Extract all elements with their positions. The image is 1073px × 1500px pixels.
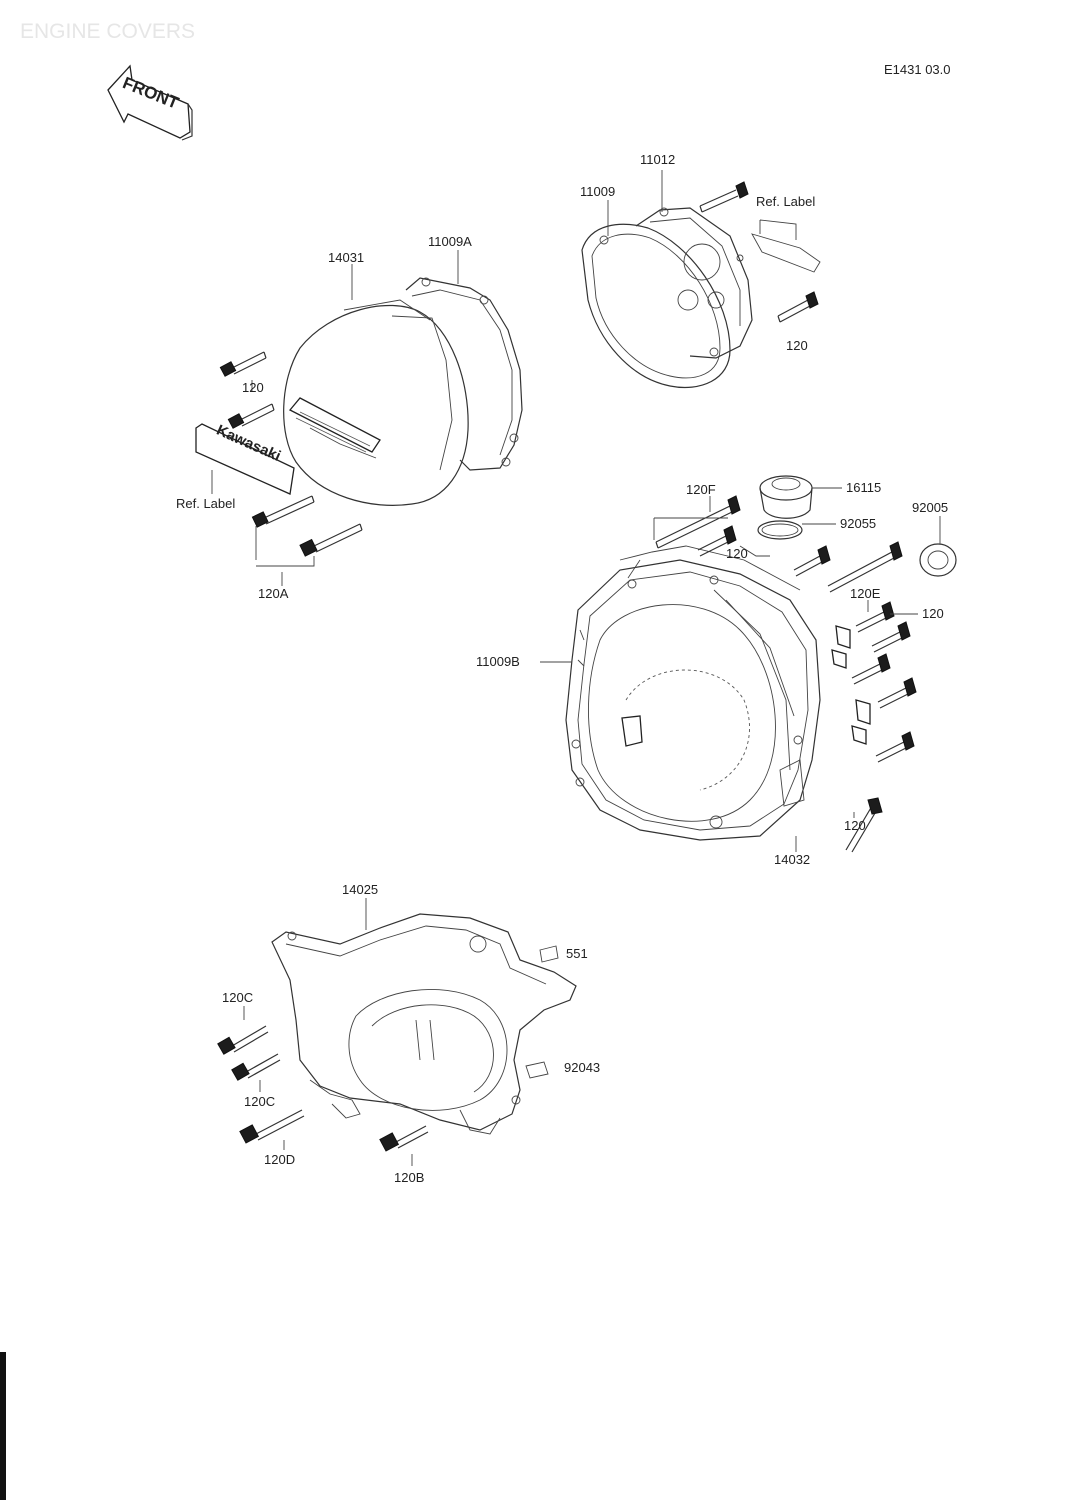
clip-551 xyxy=(539,945,559,963)
bolt-120C-top xyxy=(217,1025,269,1055)
bolt-120-right-b xyxy=(871,621,911,653)
label-120F: 120F xyxy=(686,482,716,497)
label-120C-mid: 120C xyxy=(244,1094,275,1109)
label-11009: 11009 xyxy=(580,184,615,199)
label-120-right: 120 xyxy=(922,606,944,621)
bolt-120-mid xyxy=(697,525,737,557)
plug-92005 xyxy=(919,543,957,577)
bolt-120-right-d xyxy=(877,677,917,709)
label-14025: 14025 xyxy=(342,882,378,897)
bolt-120C-mid xyxy=(231,1053,281,1081)
oil-filler-cap-16115 xyxy=(759,475,813,519)
kawasaki-badge: Kawasaki xyxy=(195,422,295,495)
label-120-mid: 120 xyxy=(726,546,748,561)
front-arrow-icon: FRONT xyxy=(107,64,193,141)
o-ring-92055 xyxy=(757,520,803,540)
label-11012: 11012 xyxy=(640,152,675,167)
bolt-120-right-c xyxy=(851,653,891,685)
grommet-92043 xyxy=(525,1061,549,1079)
label-11009A: 11009A xyxy=(428,234,472,249)
clamp-bracket-b xyxy=(851,699,871,745)
sprocket-cover-14025 xyxy=(271,913,577,1135)
label-14032: 14032 xyxy=(774,852,810,867)
label-120D: 120D xyxy=(264,1152,295,1167)
generator-cover-14031 xyxy=(283,277,523,506)
label-120B: 120B xyxy=(394,1170,424,1185)
bolt-120-right-e xyxy=(875,731,915,763)
scan-edge-mark xyxy=(0,1352,6,1500)
label-551: 551 xyxy=(566,946,588,961)
bolt-120A-b xyxy=(299,523,363,557)
bolt-120E xyxy=(827,541,903,593)
page-title: ENGINE COVERS xyxy=(20,20,195,43)
label-120-lower: 120 xyxy=(844,818,866,833)
label-14031: 14031 xyxy=(328,250,364,265)
bolt-120D xyxy=(239,1109,305,1144)
bolt-120A-a xyxy=(251,495,315,528)
bolt-120-top-right xyxy=(777,291,819,323)
label-11009B: 11009B xyxy=(476,654,520,669)
label-ref-label-left: Ref. Label xyxy=(176,496,235,511)
label-120E: 120E xyxy=(850,586,881,601)
clutch-cover-14032 xyxy=(565,545,821,841)
drawing-number: E1431 03.0 xyxy=(884,62,951,77)
bolt-120B xyxy=(379,1125,429,1152)
bolt-120-lower xyxy=(845,797,883,853)
label-92043: 92043 xyxy=(564,1060,600,1075)
clamp-bracket-a xyxy=(831,625,851,669)
bolt-120-mid-b xyxy=(793,545,831,577)
label-120A: 120A xyxy=(258,586,289,601)
label-ref-label-top: Ref. Label xyxy=(756,194,815,209)
bolt-120-right-a xyxy=(855,601,895,633)
bolt-120-left-a xyxy=(219,351,267,377)
label-92005: 92005 xyxy=(912,500,948,515)
bolt-120-left-b xyxy=(227,403,275,429)
label-120C-top: 120C xyxy=(222,990,253,1005)
bolt-120-top xyxy=(699,181,749,213)
label-92055: 92055 xyxy=(840,516,876,531)
ref-label-plate-top xyxy=(751,219,821,273)
bolt-120F xyxy=(655,495,741,549)
pickup-cover-11012 xyxy=(581,207,753,389)
label-120-left: 120 xyxy=(242,380,264,395)
label-120-top-right: 120 xyxy=(786,338,808,353)
label-16115: 16115 xyxy=(846,480,881,495)
